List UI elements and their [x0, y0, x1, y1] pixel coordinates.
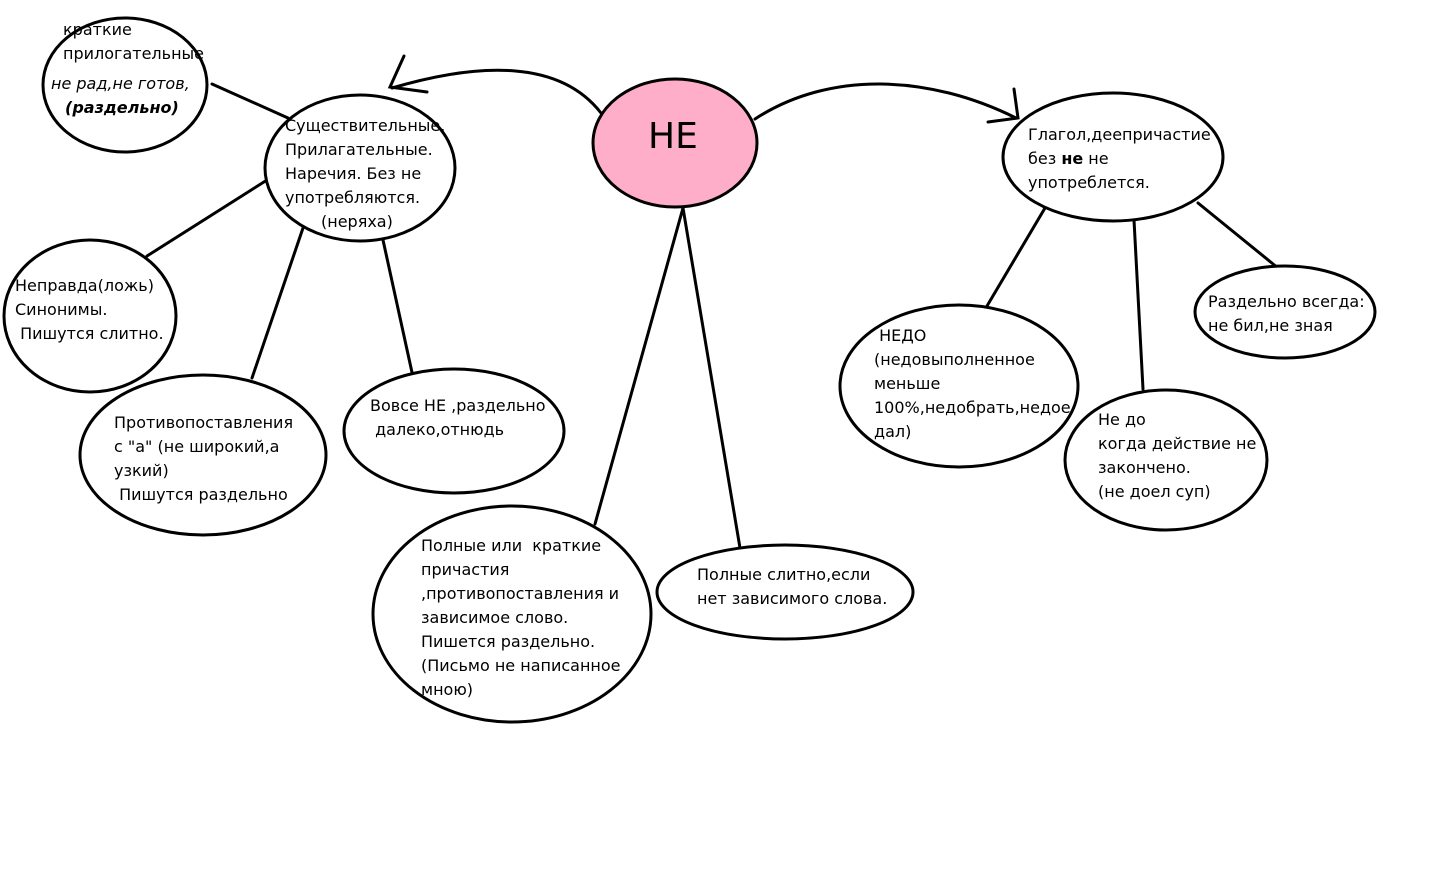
participles-line-4: зависимое слово. [421, 608, 569, 627]
edge-nouns-vovse [381, 238, 415, 379]
node-vovse-ne [342, 367, 566, 495]
contrast-line-3: узкий) [114, 461, 169, 480]
edge-verb-ne-do [1132, 218, 1145, 391]
synonyms-line-1: Неправда(ложь) [15, 276, 154, 295]
node-nedo [838, 303, 1080, 469]
node-short-adjectives [41, 16, 209, 154]
arrowhead-nouns [387, 54, 429, 94]
verb-line-2-a: без [1028, 149, 1062, 168]
short-adj-line-4: (раздельно) [65, 98, 179, 117]
synonyms-line-2: Синонимы. [15, 300, 108, 319]
nouns-line-2: Прилагательные. [285, 140, 433, 159]
short-adj-line-1: краткие [63, 20, 132, 39]
edge-center-participles [593, 206, 685, 526]
verb-line-2: без не не [1028, 147, 1109, 171]
nouns-line-1: Существительные. [285, 116, 446, 135]
verb-line-2-c: не [1083, 149, 1109, 168]
nouns-line-4: употребляются. [285, 188, 421, 207]
participles-line-5: Пишется раздельно. [421, 632, 596, 651]
synonyms-line-3: Пишутся слитно. [15, 324, 164, 343]
contrast-line-4: Пишутся раздельно [114, 485, 288, 504]
separate-always-line-1: Раздельно всегда: [1208, 292, 1365, 311]
ne-do-line-4: (не доел суп) [1098, 482, 1211, 501]
participles-line-1: Полные или краткие [421, 536, 602, 555]
nedo-line-5: дал) [874, 422, 912, 441]
vovse-line-1: Вовсе НЕ ,раздельно [370, 396, 546, 415]
contrast-line-1: Противопоставления [114, 413, 294, 432]
short-adj-line-3: не рад,не готов, [51, 74, 190, 93]
node-nouns-adjectives-adverbs [263, 93, 457, 243]
edge-nouns-contrast [250, 226, 305, 380]
edge-verb-nedo [985, 206, 1047, 308]
node-ne-do [1063, 388, 1269, 532]
node-verb-gerund [1001, 91, 1225, 223]
participles-line-2: причастия [421, 560, 510, 579]
vovse-line-2: далеко,отнюдь [370, 420, 505, 439]
ne-do-line-2: когда действие не [1098, 434, 1257, 453]
full-solid-line-2: нет зависимого слова. [697, 589, 888, 608]
edge-verb-separate [1196, 201, 1280, 270]
edge-center-full-solid [681, 206, 742, 550]
short-adj-line-2: прилогательные [63, 44, 204, 63]
arrowhead-verb [986, 87, 1020, 124]
nedo-line-1: НЕДО [874, 326, 927, 345]
ne-do-line-3: закончено. [1098, 458, 1191, 477]
node-full-solid [655, 543, 915, 641]
center-label: НЕ [648, 116, 698, 157]
arrow-center-to-nouns [390, 68, 603, 115]
node-participles [371, 504, 653, 724]
nouns-line-5: (неряха) [321, 212, 393, 231]
edge-short-adj-nouns [210, 82, 290, 120]
node-separate-always [1193, 264, 1377, 360]
participles-line-3: ,противопоставления и [421, 584, 620, 603]
contrast-line-2: с "а" (не широкий,а [114, 437, 280, 456]
verb-line-1: Глагол,деепричастие [1028, 125, 1211, 144]
arrow-center-to-verb [753, 82, 1018, 121]
ne-do-line-1: Не до [1098, 410, 1146, 429]
separate-always-line-2: не бил,не зная [1208, 316, 1333, 335]
nedo-line-4: 100%,недобрать,недое [874, 398, 1071, 417]
full-solid-line-1: Полные слитно,если [697, 565, 871, 584]
verb-line-2-bold: не [1061, 149, 1084, 168]
node-contrast [78, 373, 328, 537]
edge-nouns-synonyms [145, 178, 269, 258]
node-center-ne [591, 77, 759, 209]
node-synonyms [2, 238, 178, 394]
participles-line-6: (Письмо не написанное [421, 656, 621, 675]
nouns-line-3: Наречия. Без не [285, 164, 422, 183]
nedo-line-3: меньше [874, 374, 941, 393]
participles-line-7: мною) [421, 680, 474, 699]
verb-line-3: употреблется. [1028, 173, 1150, 192]
nedo-line-2: (недовыполненное [874, 350, 1035, 369]
